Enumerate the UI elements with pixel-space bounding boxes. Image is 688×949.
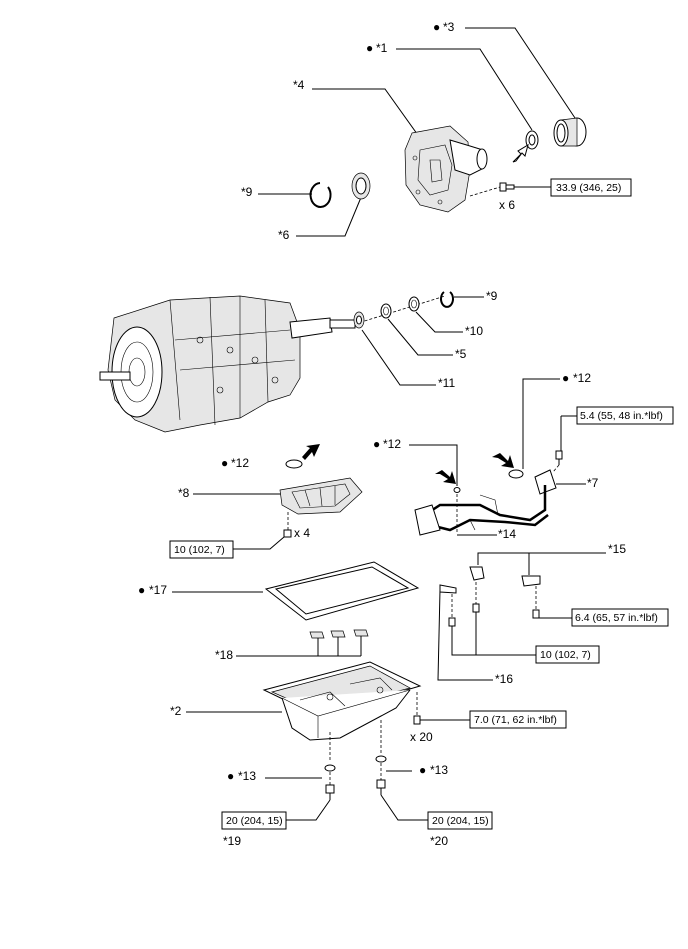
svg-text:*12: *12 bbox=[573, 371, 591, 385]
arrow-icon-p12b bbox=[435, 470, 456, 484]
label-p4: *4 bbox=[293, 78, 421, 139]
svg-text:*7: *7 bbox=[587, 476, 599, 490]
ring-part-11: *11 bbox=[353, 311, 455, 390]
svg-text:●: ● bbox=[138, 583, 145, 597]
svg-text:*16: *16 bbox=[495, 672, 513, 686]
transmission-assembly bbox=[99, 295, 356, 433]
oil-strainer-part-8: *8 bbox=[178, 477, 363, 515]
svg-text:x 20: x 20 bbox=[410, 730, 433, 744]
bolt-6.4 bbox=[532, 586, 572, 619]
svg-text:*15: *15 bbox=[608, 542, 626, 556]
label-p3: ● *3 bbox=[433, 20, 576, 119]
bolt-x6 bbox=[469, 182, 551, 197]
svg-text:*11: *11 bbox=[438, 376, 455, 390]
label-p12a: ● *12 bbox=[221, 456, 303, 470]
ring-part-5: *5 bbox=[380, 303, 467, 361]
label-p12c: ● *12 bbox=[508, 371, 591, 479]
torque-box-t1: 33.9 (346, 25) bbox=[550, 178, 632, 197]
svg-text:●: ● bbox=[373, 437, 380, 451]
svg-text:*18: *18 bbox=[215, 648, 233, 662]
arrow-icon-p12c bbox=[492, 453, 514, 468]
torque-box-t6: 7.0 (71, 62 in.*lbf) bbox=[469, 710, 567, 729]
svg-text:*6: *6 bbox=[278, 228, 290, 242]
torque-box-t4: 6.4 (65, 57 in.*lbf) bbox=[571, 608, 669, 627]
svg-text:●: ● bbox=[433, 20, 440, 34]
svg-text:*17: *17 bbox=[149, 583, 167, 597]
ring-part-10: *10 bbox=[408, 296, 483, 338]
svg-text:*9: *9 bbox=[486, 289, 498, 303]
svg-text:*8: *8 bbox=[178, 486, 190, 500]
svg-text:*10: *10 bbox=[465, 324, 483, 338]
svg-text:*19: *19 bbox=[223, 834, 241, 848]
svg-text:10 (102, 7): 10 (102, 7) bbox=[174, 544, 225, 556]
svg-text:x 4: x 4 bbox=[294, 526, 310, 540]
svg-text:10 (102, 7): 10 (102, 7) bbox=[540, 649, 591, 661]
svg-text:33.9 (346, 25): 33.9 (346, 25) bbox=[556, 182, 621, 194]
svg-text:*14: *14 bbox=[498, 527, 516, 541]
torque-box-t3: 10 (102, 7) bbox=[169, 540, 234, 559]
svg-text:●: ● bbox=[221, 456, 228, 470]
qty-x6: x 6 bbox=[499, 198, 515, 212]
pipe-assembly-part-14: *14 bbox=[414, 485, 549, 541]
svg-text:6.4 (65, 57 in.*lbf): 6.4 (65, 57 in.*lbf) bbox=[575, 612, 658, 624]
oil-pan-part-2: *2 bbox=[170, 661, 422, 741]
bolt-x4: x 4 bbox=[233, 512, 310, 550]
sleeve-part-3 bbox=[553, 117, 587, 147]
extension-housing-part-4 bbox=[404, 125, 488, 213]
bearing-part-6: *6 bbox=[278, 172, 371, 242]
torque-t7: 20 (204, 15) bbox=[226, 815, 283, 827]
svg-text:7.0 (71, 62 in.*lbf): 7.0 (71, 62 in.*lbf) bbox=[474, 714, 557, 726]
svg-text:●: ● bbox=[562, 371, 569, 385]
svg-text:*1: *1 bbox=[376, 41, 388, 55]
svg-text:*12: *12 bbox=[383, 437, 401, 451]
snap-ring-part-9-top: *9 bbox=[241, 182, 332, 208]
label-p1: ● *1 bbox=[366, 41, 533, 131]
svg-text:*5: *5 bbox=[455, 347, 467, 361]
svg-text:*9: *9 bbox=[241, 185, 253, 199]
svg-text:*13: *13 bbox=[430, 763, 448, 777]
gasket-part-13-left: ● *13 bbox=[227, 764, 336, 783]
hollow-arrow-icon bbox=[512, 143, 529, 163]
svg-text:*20: *20 bbox=[430, 834, 448, 848]
svg-text:*13: *13 bbox=[238, 769, 256, 783]
gasket-part-13-right: ● *13 bbox=[375, 755, 448, 777]
drain-plug-part-19: 20 (204, 15) *19 bbox=[221, 772, 335, 848]
torque-t8: 20 (204, 15) bbox=[432, 815, 489, 827]
svg-text:*2: *2 bbox=[170, 704, 182, 718]
svg-text:*3: *3 bbox=[443, 20, 455, 34]
svg-text:*12: *12 bbox=[231, 456, 249, 470]
svg-text:●: ● bbox=[227, 769, 234, 783]
oil-seal-part-1 bbox=[525, 130, 539, 150]
svg-text:●: ● bbox=[419, 763, 426, 777]
label-p12b: ● *12 bbox=[373, 437, 461, 493]
gasket-part-17: ● *17 bbox=[138, 561, 420, 621]
magnets-part-18: *18 bbox=[215, 629, 369, 662]
snap-ring-part-9-mid: *9 bbox=[440, 289, 498, 308]
solenoid-part-7: *7 bbox=[534, 469, 599, 495]
svg-text:●: ● bbox=[366, 41, 373, 55]
bolt-x20: x 20 bbox=[410, 692, 470, 744]
clamp-part-16: *16 bbox=[437, 582, 536, 686]
drain-plug-part-20: 20 (204, 15) *20 bbox=[376, 763, 493, 848]
svg-text:5.4 (55, 48 in.*lbf): 5.4 (55, 48 in.*lbf) bbox=[580, 410, 663, 422]
torque-box-t2: 5.4 (55, 48 in.*lbf) bbox=[552, 406, 674, 473]
torque-box-t5: 10 (102, 7) bbox=[535, 645, 600, 664]
svg-text:*4: *4 bbox=[293, 78, 305, 92]
bracket-part-15: *15 bbox=[469, 542, 626, 587]
arrow-icon-p12a bbox=[302, 444, 320, 460]
